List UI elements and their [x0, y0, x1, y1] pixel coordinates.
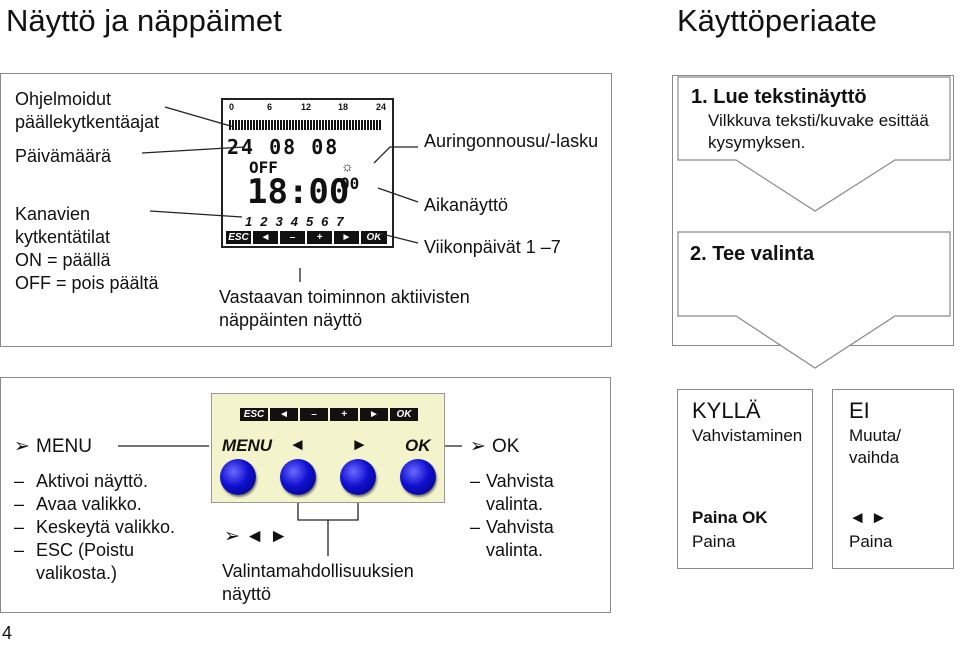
weekday-7: 7 — [336, 214, 344, 229]
ok-list: –Vahvista valinta. –Vahvista valinta. — [470, 470, 590, 562]
key-esc: ESC — [226, 231, 251, 244]
menu-item: –Avaa valikko. — [14, 494, 142, 514]
hour-6: 6 — [267, 102, 273, 112]
yes-title: KYLLÄ — [692, 398, 761, 423]
device-key-ok: OK — [390, 408, 418, 421]
device-key-row: ESC ◄ – + ► OK — [240, 408, 420, 422]
weekday-row: 1 2 3 4 5 6 7 — [245, 214, 344, 229]
step1-title: 1. Lue tekstinäyttö — [691, 86, 867, 108]
sun-icon: ☼ — [341, 158, 354, 174]
weekday-1: 1 — [245, 214, 253, 229]
menu-item-text: ESC (Poistu valikosta.) — [36, 540, 135, 583]
menu-item: –Keskeytä valikko. — [14, 517, 176, 537]
hour-24: 24 — [376, 102, 387, 112]
menu-heading: ➢MENU — [14, 436, 92, 457]
step1-text: Vilkkuva teksti/kuvake esittää kysymykse… — [708, 111, 929, 152]
yes-box: KYLLÄ Vahvistaminen Paina OK Paina — [677, 389, 813, 569]
hour-0: 0 — [229, 102, 235, 112]
ok-button[interactable] — [400, 459, 436, 495]
label-weekdays: Viikonpäivät 1 –7 — [424, 237, 561, 257]
key-left: ◄ — [253, 231, 278, 244]
device-key-left: ◄ — [270, 408, 298, 421]
arrows-row: ➢ ◄ ► — [224, 526, 289, 547]
hour-12: 12 — [301, 102, 312, 112]
menu-item-text: Avaa valikko. — [36, 494, 142, 514]
menu-button[interactable] — [220, 459, 256, 495]
lcd-key-row: ESC ◄ – + ► OK — [226, 231, 389, 245]
no-arrows: ◄ ► — [849, 508, 888, 527]
weekday-5: 5 — [305, 214, 314, 229]
device-key-plus: + — [330, 408, 358, 421]
menu-item: –ESC (Poistu valikosta.) — [14, 539, 204, 585]
lcd-off: OFF — [249, 158, 278, 177]
ok-item: –Vahvista valinta. — [470, 470, 590, 516]
weekday-2: 2 — [260, 214, 268, 229]
program-bar — [229, 120, 381, 130]
key-minus: – — [280, 231, 305, 244]
hour-18: 18 — [338, 102, 349, 112]
no-sub: Muuta/ vaihda — [849, 426, 901, 467]
menu-item-text: Keskeytä valikko. — [36, 517, 176, 537]
label-channels: Kanavien kytkentätilat — [15, 204, 111, 247]
device-label-ok: OK — [405, 436, 431, 455]
ok-item-text: Vahvista valinta. — [486, 517, 554, 560]
selection-label: Valintamahdollisuuksien näyttö — [222, 561, 414, 604]
page-number: 4 — [2, 623, 13, 643]
key-right: ► — [334, 231, 359, 244]
ok-heading: ➢OK — [470, 436, 520, 457]
weekday-4: 4 — [290, 214, 298, 229]
label-on: ON = päällä — [15, 250, 111, 270]
label-programmed: Ohjelmoidut päällekytkentäajat — [15, 89, 160, 132]
no-press: Paina — [849, 532, 893, 551]
key-plus: + — [307, 231, 332, 244]
ok-item: –Vahvista valinta. — [470, 516, 590, 562]
device-key-esc: ESC — [240, 408, 268, 421]
weekday-6: 6 — [321, 214, 329, 229]
lcd-seconds: 00 — [340, 174, 360, 193]
label-time: Aikanäyttö — [424, 195, 509, 215]
left-button[interactable] — [280, 459, 316, 495]
menu-item-text: Aktivoi näyttö. — [36, 471, 149, 491]
device-key-minus: – — [300, 408, 328, 421]
ok-heading-text: OK — [492, 436, 520, 457]
device-label-right: ► — [351, 435, 368, 454]
yes-press-ok: Paina OK — [692, 508, 768, 527]
label-date: Päivämäärä — [15, 146, 112, 166]
section-title: Käyttöperiaate — [677, 3, 877, 38]
display-panel: Ohjelmoidut päällekytkentäajat Päivämäär… — [0, 73, 612, 347]
label-active-keys: Vastaavan toiminnon aktiivisten näppäint… — [219, 287, 470, 330]
weekday-3: 3 — [275, 214, 283, 229]
label-off: OFF = pois päältä — [15, 273, 159, 293]
right-button[interactable] — [340, 459, 376, 495]
no-title: EI — [849, 398, 870, 423]
ok-item-text: Vahvista valinta. — [486, 471, 554, 514]
yes-sub: Vahvistaminen — [692, 426, 803, 445]
lcd-time: 18:00 — [247, 172, 350, 212]
label-sunrise: Auringonnousu/-lasku — [424, 131, 599, 151]
device-key-right: ► — [360, 408, 388, 421]
lcd-date: 24 08 08 — [227, 135, 340, 159]
menu-heading-text: MENU — [36, 436, 92, 457]
device-label-menu: MENU — [222, 436, 273, 455]
step2-title: 2. Tee valinta — [690, 243, 815, 265]
menu-list: –Aktivoi näyttö. –Avaa valikko. –Keskeyt… — [14, 470, 204, 585]
page-title: Näyttö ja näppäimet — [6, 3, 282, 38]
device-label-left: ◄ — [289, 435, 306, 454]
no-box: EI Muuta/ vaihda ◄ ► Paina — [832, 389, 954, 569]
menu-item: –Aktivoi näyttö. — [14, 471, 149, 491]
lcd-display: 0 6 12 18 24 24 08 08 OFF 18:00 00 ☼ 1 2… — [221, 98, 394, 248]
yes-press: Paina — [692, 532, 736, 551]
